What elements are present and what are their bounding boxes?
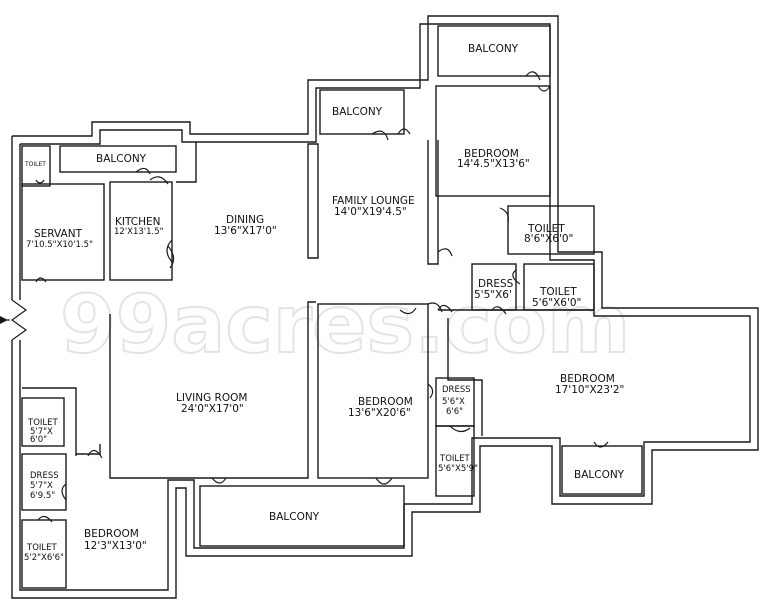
room-name: LIVING ROOM: [176, 392, 247, 404]
room-balcony-lounge: BALCONY: [319, 89, 411, 141]
room-size-a: 5'7"X: [30, 427, 53, 437]
room-size: 12'3"X13'0": [84, 540, 147, 552]
room-size: 24'0"X17'0": [181, 403, 244, 415]
room-name: BALCONY: [574, 469, 625, 481]
room-bedroom-left: BEDROOM 12'3"X13'0": [76, 444, 147, 552]
room-name: TOILET: [26, 543, 57, 553]
room-size: 12'X13'1.5": [114, 227, 164, 237]
room-dress-left: DRESS 5'7"X 6'9.5": [21, 453, 67, 511]
room-size-b: 6'9.5": [30, 491, 55, 501]
room-toilet-top: TOILET 8'6"X6'0": [499, 205, 595, 255]
room-balcony-living: BALCONY: [199, 485, 405, 547]
room-bedroom-master: BEDROOM 17'10"X23'2": [437, 304, 624, 436]
room-size-b: 6'6": [446, 407, 463, 417]
room-name: DRESS: [30, 471, 59, 481]
room-size-a: 5'7"X: [30, 481, 53, 491]
room-name: BEDROOM: [464, 148, 519, 160]
room-size: 13'6"X17'0": [214, 225, 277, 237]
room-balcony-master: BALCONY: [561, 441, 643, 495]
room-bedroom-top: BEDROOM 14'4.5"X13'6": [435, 85, 551, 257]
room-name: TOILET: [439, 454, 470, 464]
room-size: 7'10.5"X10'1.5": [26, 240, 93, 250]
room-toilet-servant: TOILET: [21, 145, 51, 187]
room-name: DRESS: [442, 385, 471, 395]
room-name: BALCONY: [468, 43, 519, 55]
room-servant: SERVANT 7'10.5"X10'1.5": [21, 179, 105, 283]
room-dining: DINING 13'6"X17'0": [176, 142, 277, 237]
room-name: BALCONY: [332, 106, 383, 118]
room-name: TOILET: [539, 286, 577, 298]
exterior-walls: [11, 15, 759, 599]
room-balcony-top: BALCONY: [437, 25, 551, 81]
room-name: BALCONY: [96, 153, 147, 165]
room-family-lounge: FAMILY LOUNGE 14'0"X19'4.5": [307, 140, 439, 265]
room-name: BALCONY: [269, 511, 320, 523]
room-name: DRESS: [478, 278, 514, 290]
room-name: BEDROOM: [560, 373, 615, 385]
room-kitchen: KITCHEN 12'X13'1.5": [109, 181, 173, 281]
watermark-text: 99acres.com: [60, 278, 630, 371]
room-name: FAMILY LOUNGE: [332, 195, 415, 207]
room-size: 5'6"X6'0": [532, 297, 581, 309]
room-size: 14'0"X19'4.5": [334, 206, 407, 218]
room-size: 8'6"X6'0": [524, 233, 573, 245]
room-balcony-kitchen: BALCONY: [59, 145, 177, 175]
room-size-a: 5'6"X: [442, 397, 465, 407]
room-living: LIVING ROOM 24'0"X17'0": [109, 301, 316, 484]
room-name: BEDROOM: [84, 528, 139, 540]
room-dress-mid: DRESS 5'5"X6': [471, 263, 521, 315]
room-dress-center: DRESS 5'6"X 6'6": [427, 377, 475, 427]
room-size: 5'5"X6': [474, 289, 512, 301]
entrance-door-icon: [0, 299, 28, 341]
room-size: 5'6"X5'9": [438, 464, 478, 474]
room-size: 13'6"X20'6": [348, 407, 411, 419]
room-name: TOILET: [27, 418, 58, 428]
room-name: KITCHEN: [115, 216, 161, 228]
room-name: BEDROOM: [358, 396, 413, 408]
room-name: TOILET: [24, 161, 46, 168]
door-swings: [149, 176, 443, 313]
room-toilet-left: TOILET 5'7"X 6'0": [21, 387, 77, 456]
room-size: 14'4.5"X13'6": [457, 158, 530, 170]
room-name: TOILET: [527, 223, 565, 235]
room-bedroom-center: BEDROOM 13'6"X20'6": [317, 303, 429, 485]
room-size-b: 6'0": [30, 435, 47, 445]
room-toilet-center: TOILET 5'6"X5'9": [435, 425, 478, 497]
room-size: 17'10"X23'2": [555, 384, 624, 396]
room-toilet-bottom: TOILET 5'2"X6'6": [21, 515, 67, 589]
room-size: 5'2"X6'6": [24, 553, 64, 563]
room-name: DINING: [226, 214, 264, 226]
room-name: SERVANT: [34, 228, 83, 240]
